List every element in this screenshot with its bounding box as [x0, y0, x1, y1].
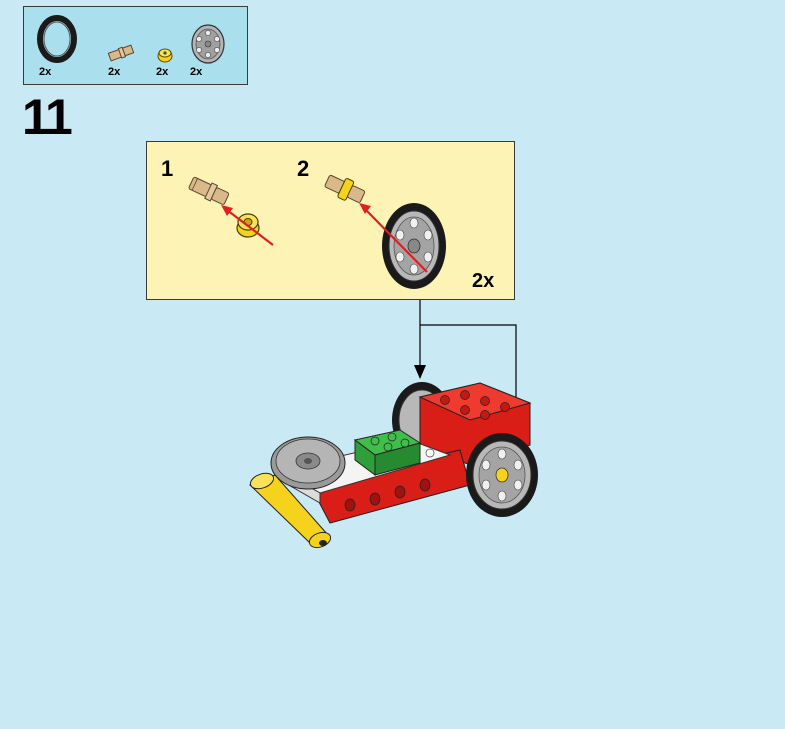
- parts-list-box: 2x 2x 2x 2x: [23, 6, 248, 85]
- axle-pin-icon: [107, 44, 135, 62]
- axle-pin-quantity: 2x: [108, 66, 121, 78]
- substep-2-multiplier: 2x: [472, 270, 495, 292]
- wheel-hub-icon: [191, 24, 225, 64]
- tire-icon: [37, 15, 77, 63]
- green-brick: [353, 429, 422, 476]
- red-brick-rear: [418, 382, 532, 466]
- model-assembly: [249, 382, 538, 549]
- tire-quantity: 2x: [39, 66, 52, 78]
- substep-2-arrow: [359, 203, 428, 273]
- yellow-axle: [249, 472, 332, 549]
- wheel-hub-quantity: 2x: [190, 66, 203, 78]
- bushing-quantity: 2x: [156, 66, 169, 78]
- substep-2-axle-pin: [324, 174, 366, 203]
- substep-2-wheel: [382, 203, 446, 289]
- substep-1-arrow: [221, 205, 274, 246]
- substep-callout: 1 2: [146, 141, 515, 300]
- step-number: 11: [22, 89, 73, 145]
- substep-1-bushing: [236, 213, 260, 238]
- substep-1-number: 1: [161, 156, 174, 181]
- substep-2-number: 2: [297, 156, 310, 181]
- substep-1-axle-pin: [188, 176, 230, 205]
- bushing-icon: [157, 48, 173, 63]
- front-wheel: [466, 433, 538, 517]
- gear: [270, 436, 346, 490]
